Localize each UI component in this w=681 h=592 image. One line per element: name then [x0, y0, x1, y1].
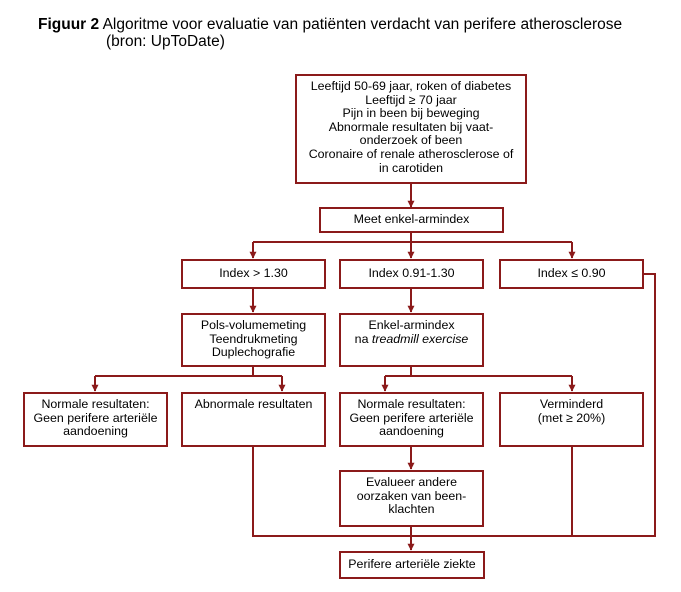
- line-merge-path: [252, 273, 656, 537]
- evaluate-line-3: klachten: [388, 502, 435, 517]
- treadmill-line-1: Enkel-armindex: [368, 318, 455, 332]
- pols-volume-box: Pols-volumemeting Teendrukmeting Duplech…: [181, 313, 326, 367]
- normal-mid-line-1: Normale resultaten:: [357, 397, 466, 411]
- normal-mid-line-3: aandoening: [379, 424, 444, 439]
- conclusion-text: Perifere arteriële ziekte: [348, 557, 476, 572]
- index-high-box: Index > 1.30: [181, 259, 326, 289]
- abnormal-result-box: Abnormale resultaten: [181, 392, 326, 447]
- treadmill-abi-box: Enkel-armindex na treadmill exercise: [339, 313, 484, 367]
- normal-left-line-2: Geen perifere arteriële: [33, 410, 158, 425]
- treadmill-line-2: na treadmill exercise: [344, 331, 479, 347]
- risk-line-2: Leeftijd ≥ 70 jaar: [365, 92, 457, 107]
- normal-result-mid-box: Normale resultaten: Geen perifere arteri…: [339, 392, 484, 447]
- normal-mid-line-2: Geen perifere arteriële: [349, 410, 474, 425]
- abnormal-text: Abnormale resultaten: [194, 397, 313, 411]
- index-mid-text: Index 0.91-1.30: [368, 266, 455, 281]
- index-mid-box: Index 0.91-1.30: [339, 259, 484, 289]
- index-low-text: Index ≤ 0.90: [537, 266, 606, 281]
- normal-result-left-box: Normale resultaten: Geen perifere arteri…: [23, 392, 168, 447]
- evaluate-line-2: oorzaken van been-: [356, 488, 467, 503]
- evaluate-line-1: Evalueer andere: [366, 475, 457, 489]
- figure-title: Figuur 2 Algoritme voor evaluatie van pa…: [38, 16, 622, 50]
- treadmill-prefix: na: [354, 331, 372, 346]
- peripheral-artery-disease-box: Perifere arteriële ziekte: [339, 551, 485, 579]
- reduced-result-box: Verminderd (met ≥ 20%): [499, 392, 644, 447]
- figure-title-text: Algoritme voor evaluatie van patiënten v…: [102, 16, 623, 33]
- measure-abi-text: Meet enkel-armindex: [353, 212, 470, 227]
- reduced-line-2: (met ≥ 20%): [537, 410, 606, 425]
- treadmill-italic: treadmill exercise: [371, 331, 469, 346]
- evaluate-other-causes-box: Evalueer andere oorzaken van been- klach…: [339, 470, 484, 527]
- risk-factors-box: Leeftijd 50-69 jaar, roken of diabetes L…: [295, 74, 527, 184]
- pols-line-2: Teendrukmeting: [209, 331, 298, 346]
- pols-line-3: Duplechografie: [211, 345, 296, 360]
- risk-line-1: Leeftijd 50-69 jaar, roken of diabetes: [310, 79, 512, 93]
- risk-line-4: Abnormale resultaten bij vaat-: [328, 119, 494, 134]
- index-low-box: Index ≤ 0.90: [499, 259, 644, 289]
- risk-line-3: Pijn in been bij beweging: [342, 106, 480, 121]
- figure-label: Figuur 2: [38, 16, 100, 33]
- normal-left-line-3: aandoening: [63, 424, 128, 439]
- measure-abi-box: Meet enkel-armindex: [319, 207, 504, 233]
- figure-source: (bron: UpToDate): [106, 33, 225, 50]
- pols-line-1: Pols-volumemeting: [200, 318, 307, 332]
- risk-line-5: onderzoek of been: [359, 133, 463, 148]
- reduced-line-1: Verminderd: [539, 397, 604, 411]
- risk-line-6: Coronaire of renale atherosclerose of: [308, 146, 514, 161]
- normal-left-line-1: Normale resultaten:: [41, 397, 150, 411]
- risk-line-7: in carotiden: [378, 160, 444, 175]
- index-high-text: Index > 1.30: [219, 266, 288, 281]
